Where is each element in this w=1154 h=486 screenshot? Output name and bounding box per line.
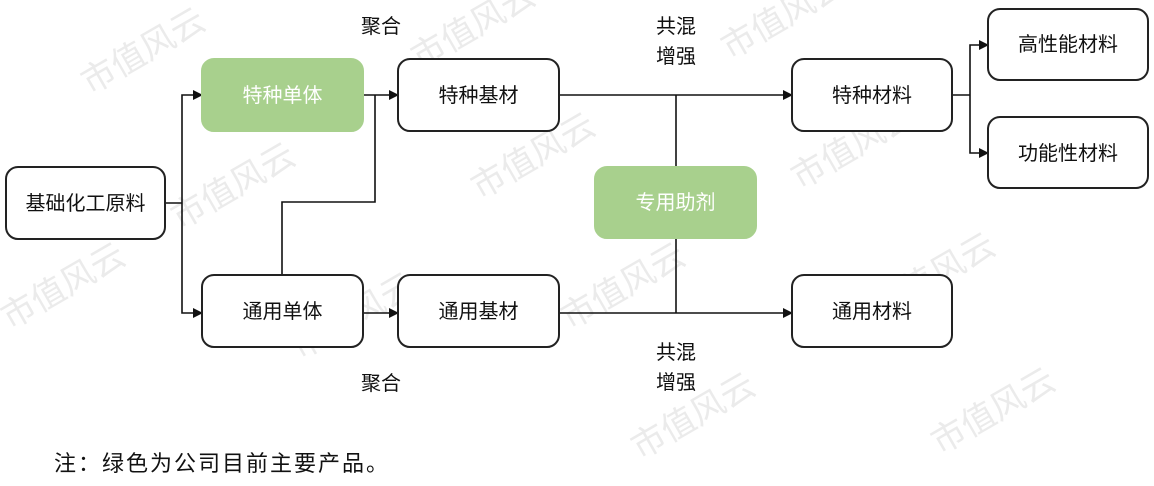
watermark: 市值风云 xyxy=(555,235,693,338)
node-general-monomer-label: 通用单体 xyxy=(243,299,323,323)
node-special-monomer-label: 特种单体 xyxy=(243,83,323,107)
watermark: 市值风云 xyxy=(925,360,1063,463)
node-special-monomer: 特种单体 xyxy=(201,58,364,132)
node-special-substrate: 特种基材 xyxy=(397,58,560,132)
node-high-performance-label: 高性能材料 xyxy=(1018,32,1118,56)
watermark: 市值风云 xyxy=(0,235,132,338)
watermark: 市值风云 xyxy=(75,0,213,103)
node-additive-label: 专用助剂 xyxy=(636,190,716,214)
label-polymerize-top: 聚合 xyxy=(361,14,401,38)
connectors xyxy=(165,40,989,318)
node-general-monomer: 通用单体 xyxy=(201,274,364,348)
watermark: 市值风云 xyxy=(715,0,853,68)
node-functional-label: 功能性材料 xyxy=(1018,141,1118,165)
node-general-material-label: 通用材料 xyxy=(832,299,912,323)
edge-to-functional xyxy=(969,95,989,158)
edge-to-high-perf xyxy=(969,40,989,95)
node-base-raw-label: 基础化工原料 xyxy=(26,191,146,215)
node-general-material: 通用材料 xyxy=(791,274,953,348)
node-high-performance: 高性能材料 xyxy=(987,8,1149,81)
label-blend-top-1: 共混 xyxy=(656,14,696,38)
node-special-substrate-label: 特种基材 xyxy=(439,83,519,107)
edge-general-monomer-riser xyxy=(281,95,376,275)
label-polymerize-bottom: 聚合 xyxy=(361,371,401,395)
node-special-material-label: 特种材料 xyxy=(832,83,912,107)
node-base-raw: 基础化工原料 xyxy=(5,166,166,240)
node-functional: 功能性材料 xyxy=(987,116,1149,189)
node-general-substrate: 通用基材 xyxy=(397,274,560,348)
node-special-material: 特种材料 xyxy=(791,58,953,132)
label-blend-top-2: 增强 xyxy=(656,44,696,68)
edge-base-to-special-monomer xyxy=(181,90,203,203)
footnote: 注：绿色为公司目前主要产品。 xyxy=(54,452,391,477)
edge-base-to-general-monomer xyxy=(181,203,203,318)
label-blend-bottom-2: 增强 xyxy=(656,370,696,394)
label-blend-bottom-1: 共混 xyxy=(656,340,696,364)
node-additive: 专用助剂 xyxy=(594,166,757,239)
node-general-substrate-label: 通用基材 xyxy=(439,299,519,323)
